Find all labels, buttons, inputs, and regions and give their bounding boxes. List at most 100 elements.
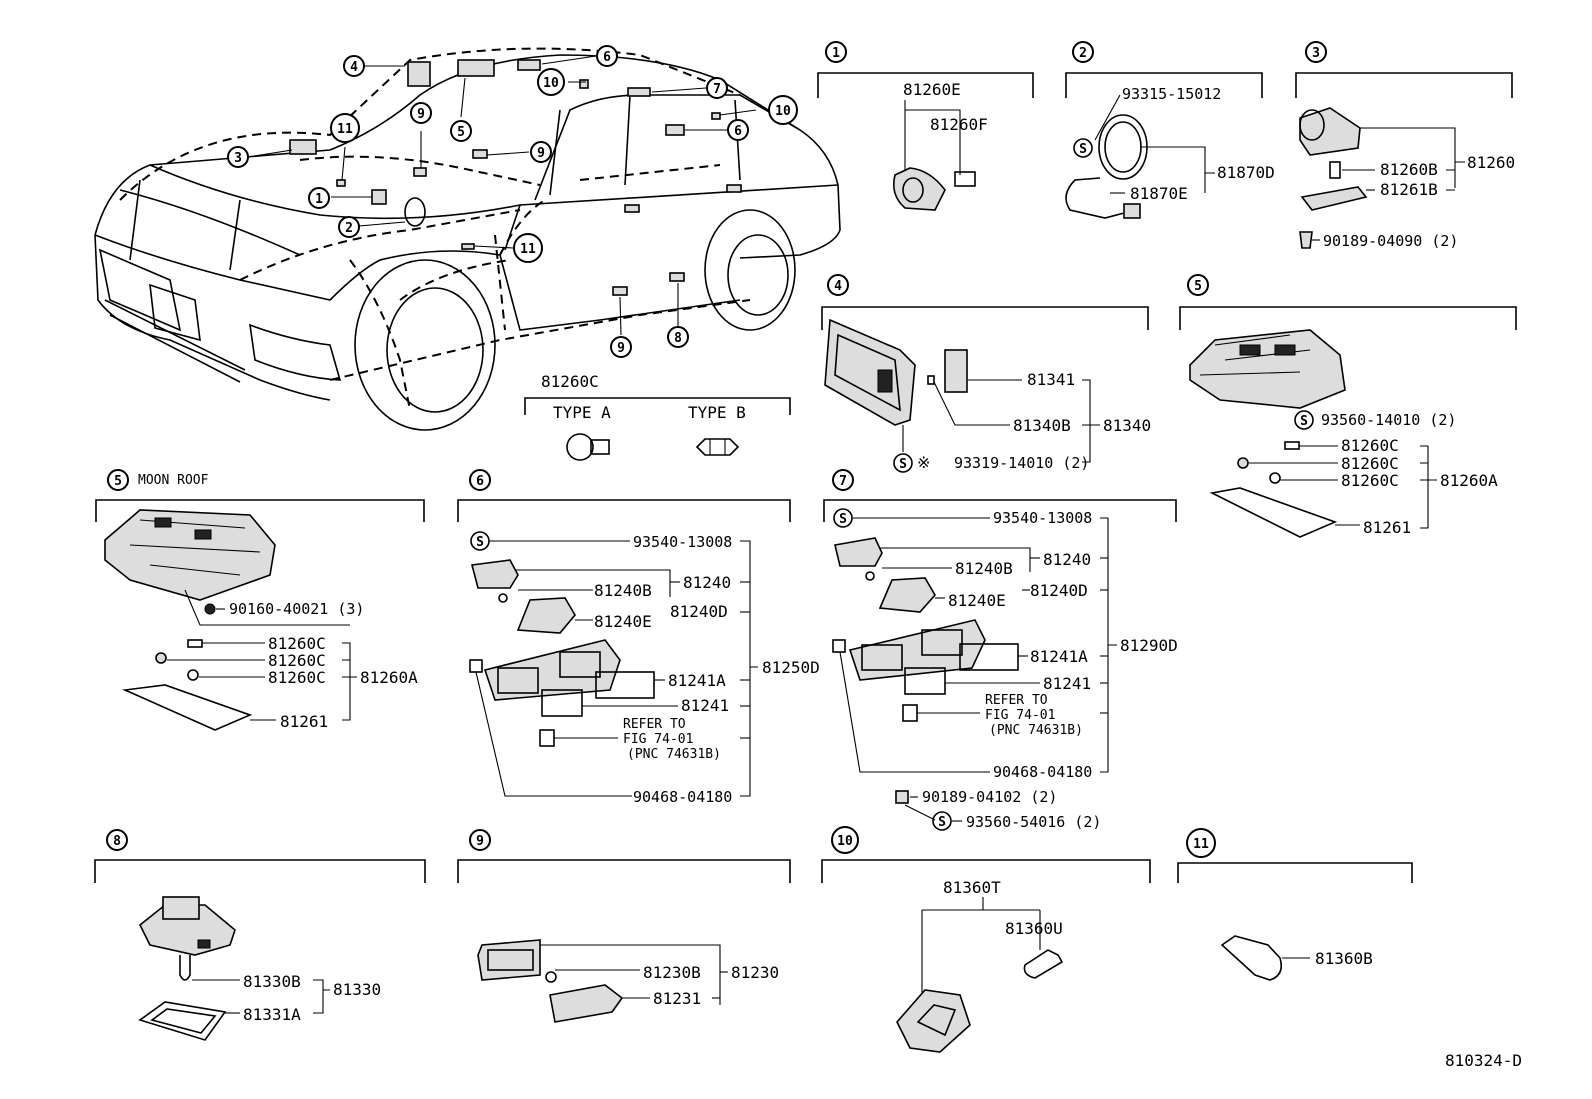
callout-8-bottom[interactable]: 8 bbox=[667, 326, 689, 348]
part-93319-14010[interactable]: 93319-14010 (2) bbox=[954, 454, 1089, 472]
callout-10-right[interactable]: 10 bbox=[768, 95, 798, 125]
bulb-81360U-icon bbox=[1023, 949, 1064, 979]
part-7-90468-04180[interactable]: 90468-04180 bbox=[993, 763, 1092, 781]
part-6-81240D[interactable]: 81240D bbox=[670, 602, 728, 621]
car-callouts: 1 2 3 4 5 6 10 7 10 6 9 9 11 11 9 8 bbox=[227, 45, 798, 358]
callout-10-top[interactable]: 10 bbox=[537, 68, 565, 96]
part-81341[interactable]: 81341 bbox=[1027, 370, 1075, 389]
part-90160-40021[interactable]: 90160-40021 (3) bbox=[229, 600, 364, 618]
part-81330B[interactable]: 81330B bbox=[243, 972, 301, 991]
section-6: 6 S 93540-13008 81240B 81240 81240E 8124… bbox=[457, 469, 820, 806]
svg-text:2: 2 bbox=[1079, 46, 1087, 61]
svg-text:10: 10 bbox=[775, 104, 791, 119]
part-moon-81261[interactable]: 81261 bbox=[280, 712, 328, 731]
part-81260F[interactable]: 81260F bbox=[930, 115, 988, 134]
part-81260C-2[interactable]: 81260C bbox=[1341, 454, 1399, 473]
part-6-81241[interactable]: 81241 bbox=[681, 696, 729, 715]
part-81231[interactable]: 81231 bbox=[653, 989, 701, 1008]
callout-6-top[interactable]: 6 bbox=[596, 45, 618, 67]
part-90189-04090[interactable]: 90189-04090 (2) bbox=[1323, 232, 1458, 250]
diagram-id: 810324-D bbox=[1445, 1051, 1522, 1070]
part-7-81241[interactable]: 81241 bbox=[1043, 674, 1091, 693]
section-9: 9 81230B 81230 81231 bbox=[457, 829, 791, 1023]
part-81260[interactable]: 81260 bbox=[1467, 153, 1515, 172]
part-moon-81260C-3[interactable]: 81260C bbox=[268, 668, 326, 687]
refer-7-line2: FIG 74-01 bbox=[985, 708, 1055, 723]
callout-9-pillar[interactable]: 9 bbox=[530, 141, 552, 163]
part-6-81240B[interactable]: 81240B bbox=[594, 581, 652, 600]
section-3: 3 81260B 81260 81261B bbox=[1295, 41, 1515, 211]
part-7-90189-04102[interactable]: 90189-04102 (2) bbox=[922, 788, 1057, 806]
part-7-93540-13008[interactable]: 93540-13008 bbox=[993, 509, 1092, 527]
part-93560-14010[interactable]: 93560-14010 (2) bbox=[1321, 411, 1456, 429]
part-81230B[interactable]: 81230B bbox=[643, 963, 701, 982]
callout-5[interactable]: 5 bbox=[450, 120, 472, 142]
part-7-81240[interactable]: 81240 bbox=[1043, 550, 1091, 569]
callout-3[interactable]: 3 bbox=[227, 146, 249, 168]
part-moon-81260C-1[interactable]: 81260C bbox=[268, 634, 326, 653]
callout-6-right[interactable]: 6 bbox=[727, 119, 749, 141]
callout-9-roof[interactable]: 9 bbox=[410, 102, 432, 124]
section-2-callout bbox=[1072, 41, 1094, 63]
part-7-81240D[interactable]: 81240D bbox=[1030, 581, 1088, 600]
part-6-81240E[interactable]: 81240E bbox=[594, 612, 652, 631]
part-6-81241A[interactable]: 81241A bbox=[668, 671, 726, 690]
part-81340B[interactable]: 81340B bbox=[1013, 416, 1071, 435]
part-81360U[interactable]: 81360U bbox=[1005, 919, 1063, 938]
svg-text:9: 9 bbox=[617, 341, 625, 356]
part-81260E[interactable]: 81260E bbox=[903, 80, 961, 99]
part-7-93560-54016[interactable]: 93560-54016 (2) bbox=[966, 813, 1101, 831]
callout-9-bottom[interactable]: 9 bbox=[610, 336, 632, 358]
section-1: 1 81260E 81260F bbox=[817, 41, 1034, 211]
section-6-callout bbox=[469, 469, 491, 491]
lamp-type-b: TYPE B bbox=[688, 403, 746, 422]
part-81230[interactable]: 81230 bbox=[731, 963, 779, 982]
section-11: 11 81360B bbox=[1177, 828, 1413, 981]
part-6-90468-04180[interactable]: 90468-04180 bbox=[633, 788, 732, 806]
vanity-lamp-81340-icon bbox=[824, 318, 916, 426]
part-7-81240E[interactable]: 81240E bbox=[948, 591, 1006, 610]
lamp-assembly-81290D-icon bbox=[848, 619, 986, 681]
part-81340[interactable]: 81340 bbox=[1103, 416, 1151, 435]
part-81360T[interactable]: 81360T bbox=[943, 878, 1001, 897]
part-7-81241A[interactable]: 81241A bbox=[1030, 647, 1088, 666]
map-lamp-moonroof-icon bbox=[104, 509, 276, 601]
part-6-81240[interactable]: 81240 bbox=[683, 573, 731, 592]
socket-81360T-icon bbox=[896, 989, 971, 1053]
lens-moon-81261-icon bbox=[122, 684, 253, 731]
svg-text:4: 4 bbox=[834, 279, 842, 294]
part-6-81250D[interactable]: 81250D bbox=[762, 658, 820, 677]
part-81261[interactable]: 81261 bbox=[1363, 518, 1411, 537]
part-81260C-3[interactable]: 81260C bbox=[1341, 471, 1399, 490]
callout-2[interactable]: 2 bbox=[338, 216, 360, 238]
section-7-callout bbox=[832, 469, 854, 491]
part-moon-81260A[interactable]: 81260A bbox=[360, 668, 418, 687]
part-81261B[interactable]: 81261B bbox=[1380, 180, 1438, 199]
part-7-81240B[interactable]: 81240B bbox=[955, 559, 1013, 578]
section-4: 4 81341 81340B 81340 S ※ 93319-14010 (2) bbox=[821, 274, 1151, 473]
part-81260C-1[interactable]: 81260C bbox=[1341, 436, 1399, 455]
part-6-93540-13008[interactable]: 93540-13008 bbox=[633, 533, 732, 551]
part-81870D[interactable]: 81870D bbox=[1217, 163, 1275, 182]
callout-11-top[interactable]: 11 bbox=[330, 113, 360, 143]
svg-text:S: S bbox=[476, 535, 484, 550]
callout-11-door[interactable]: 11 bbox=[513, 233, 543, 263]
part-81330[interactable]: 81330 bbox=[333, 980, 381, 999]
callout-1[interactable]: 1 bbox=[308, 187, 330, 209]
part-81260B[interactable]: 81260B bbox=[1380, 160, 1438, 179]
callout-4[interactable]: 4 bbox=[343, 55, 365, 77]
part-moon-81260C-2[interactable]: 81260C bbox=[268, 651, 326, 670]
lens-81261-icon bbox=[1209, 487, 1338, 538]
part-93315-15012[interactable]: 93315-15012 bbox=[1122, 85, 1221, 103]
bulb-81260B-icon bbox=[1329, 161, 1341, 179]
callout-7[interactable]: 7 bbox=[706, 77, 728, 99]
bulb-ref-6-icon bbox=[539, 729, 555, 747]
part-81360B[interactable]: 81360B bbox=[1315, 949, 1373, 968]
lamp-note-part: 81260C bbox=[541, 372, 599, 391]
part-81260A[interactable]: 81260A bbox=[1440, 471, 1498, 490]
part-81331A[interactable]: 81331A bbox=[243, 1005, 301, 1024]
svg-text:1: 1 bbox=[832, 46, 840, 61]
section-8: 8 81330B 81330 81331A bbox=[94, 829, 426, 1041]
part-81870E[interactable]: 81870E bbox=[1130, 184, 1188, 203]
part-7-81290D[interactable]: 81290D bbox=[1120, 636, 1178, 655]
